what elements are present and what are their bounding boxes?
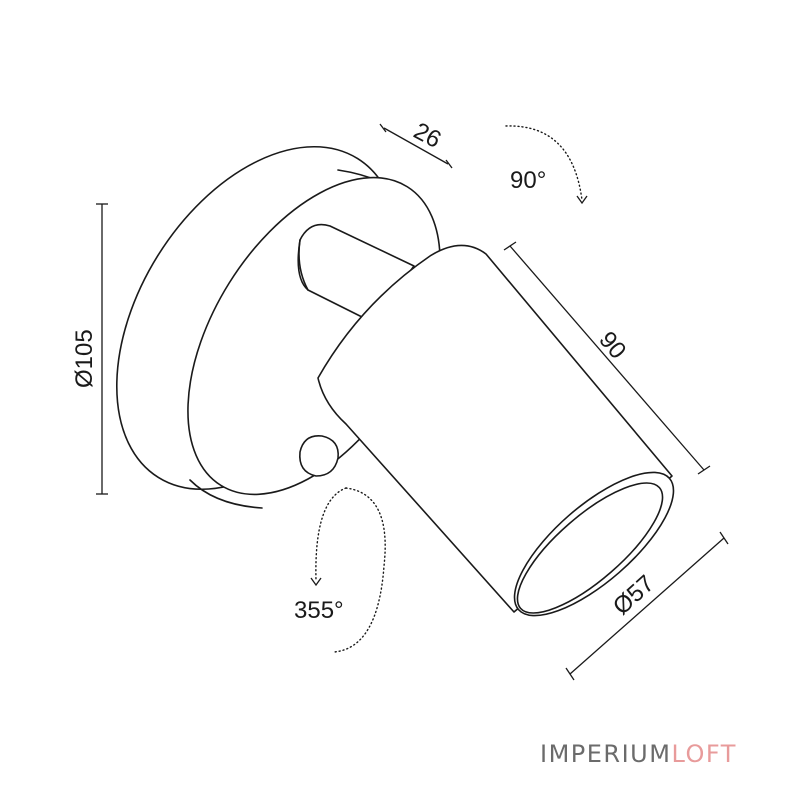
brand-logo-accent: LOFT	[671, 740, 736, 768]
swivel-angle-label: 355°	[294, 597, 344, 624]
head-front-lens	[516, 482, 664, 614]
dim-base-diameter: Ø105	[71, 203, 108, 495]
swivel-arrowhead	[310, 577, 322, 587]
switch-knob	[299, 435, 339, 477]
dim-base-depth: 26	[379, 117, 453, 169]
brand-logo: IMPERIUMLOFT	[540, 740, 737, 768]
dim-head-diameter-label: Ø57	[608, 570, 660, 620]
dim-base-depth-label: 26	[409, 117, 445, 153]
tilt-arrowhead	[576, 195, 588, 205]
swivel-arc-upper	[315, 487, 347, 581]
tilt-arc	[505, 125, 583, 201]
base-side-bottom	[189, 479, 263, 509]
arm-end	[298, 239, 309, 291]
tilt-angle-label: 90°	[510, 167, 546, 194]
dim-head-length-label: 90	[593, 327, 631, 365]
rotation-swivel: 355°	[294, 487, 386, 653]
brand-logo-primary: IMPERIUM	[540, 740, 671, 768]
rotation-tilt: 90°	[505, 125, 588, 205]
dim-base-diameter-label: Ø105	[71, 329, 98, 388]
swivel-arc	[333, 487, 386, 653]
lamp-head	[317, 244, 675, 617]
head-front-rim	[513, 471, 675, 617]
